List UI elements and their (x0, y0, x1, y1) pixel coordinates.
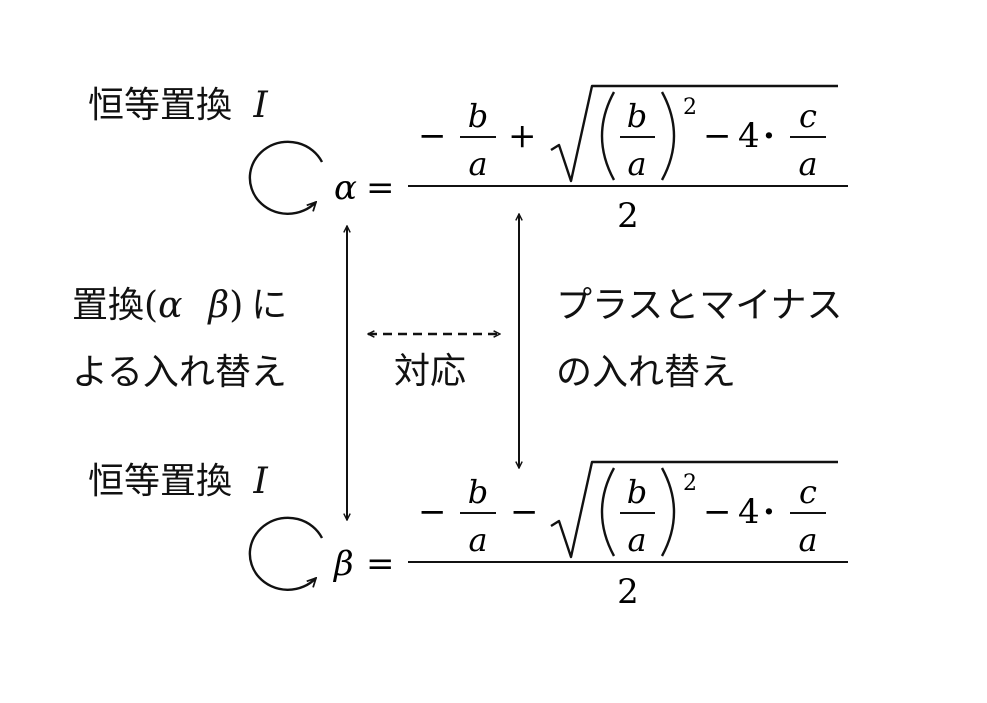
identity-label-top: 恒等置換 I (88, 88, 268, 124)
a-inner-denominator: a (627, 521, 646, 559)
identity-symbol: I (253, 461, 268, 502)
identity-loop-arrow-top (248, 140, 324, 215)
identity-label-text: 恒等置換 (88, 461, 233, 502)
minus-sign: − (703, 492, 732, 532)
a-inner-denominator: a (627, 145, 646, 183)
alpha-lhs: α (334, 168, 357, 208)
identity-label-bottom: 恒等置換 I (88, 464, 268, 500)
root-swap-prefix: 置換 (72, 285, 145, 326)
multiplication-dot: · (763, 116, 775, 156)
sign-swap-label-line2: の入れ替え (556, 352, 737, 393)
beta-symbol: β (208, 285, 230, 326)
square-root-sign (550, 460, 838, 559)
equals-sign: = (366, 168, 395, 208)
alpha-symbol: α (158, 285, 183, 326)
denominator-two: 2 (617, 196, 639, 236)
b-inner-numerator: b (627, 97, 647, 135)
identity-loop-arrow-bottom (248, 516, 324, 591)
plus-sign: + (508, 116, 537, 156)
beta-formula: β = − b a − b a 2 − 4 · c a 2 (332, 460, 848, 612)
root-swap-suffix: に (251, 285, 288, 326)
outer-minus-sign: − (418, 116, 447, 156)
minus-sign-op: − (510, 492, 539, 532)
a-denominator: a (798, 145, 817, 183)
left-paren (600, 467, 616, 557)
c-numerator: c (799, 473, 817, 511)
four: 4 (738, 492, 760, 532)
multiplication-dot: · (763, 492, 775, 532)
right-paren (660, 91, 676, 181)
root-swap-label-line2: よる入れ替え (72, 352, 287, 393)
exponent-two: 2 (683, 471, 697, 496)
a-denominator: a (468, 145, 487, 183)
b-inner-numerator: b (627, 473, 647, 511)
equals-sign: = (366, 544, 395, 584)
right-paren (660, 467, 676, 557)
square-root-sign (550, 84, 838, 183)
sign-swap-label-line1: プラスとマイナス (556, 285, 843, 326)
minus-sign: − (703, 116, 732, 156)
b-numerator: b (468, 473, 488, 511)
denominator-two: 2 (617, 572, 639, 612)
a-denominator: a (798, 521, 817, 559)
correspondence-label: 対応 (394, 351, 467, 392)
c-numerator: c (799, 97, 817, 135)
four: 4 (738, 116, 760, 156)
alpha-formula: α = − b a + b a 2 − 4 · c a 2 (334, 84, 848, 236)
a-denominator: a (468, 521, 487, 559)
left-paren (600, 91, 616, 181)
identity-label-text: 恒等置換 (88, 85, 233, 126)
identity-symbol: I (253, 85, 268, 126)
outer-minus-sign: − (418, 492, 447, 532)
b-numerator: b (468, 97, 488, 135)
exponent-two: 2 (683, 95, 697, 120)
beta-lhs: β (332, 544, 354, 584)
paren-close: ) (229, 285, 244, 326)
paren-open: ( (144, 285, 159, 326)
